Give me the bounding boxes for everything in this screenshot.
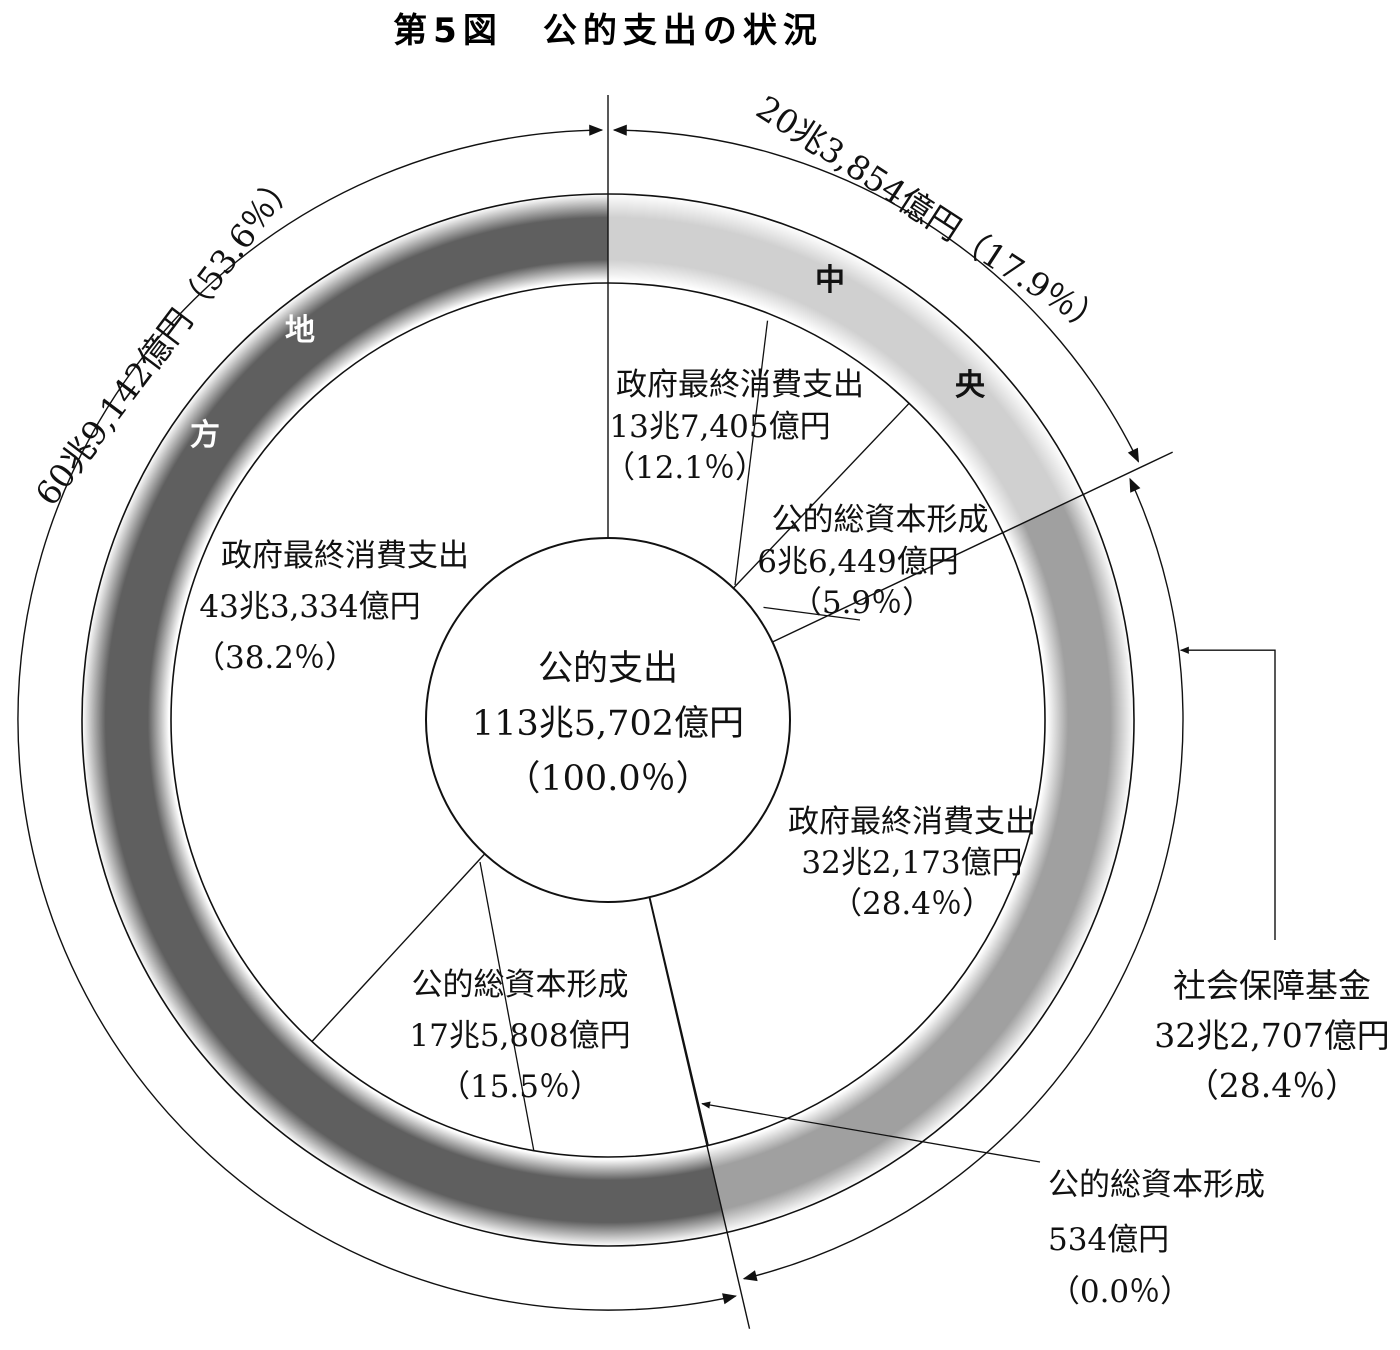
slice-name: 公的総資本形成 (1048, 1167, 1265, 1203)
ring-char-chiho-2: 方 (190, 418, 220, 453)
leader-central-investment (763, 606, 861, 621)
slice-label-central-investment: 公的総資本形成 6兆6,449億円 （5.9％） (757, 502, 988, 621)
slice-percent: （5.9％） (791, 585, 933, 621)
slice-label-social-security-consumption: 政府最終消費支出 32兆2,173億円 （28.4％） (788, 804, 1036, 922)
slice-percent: （12.1％） (604, 450, 766, 486)
slice-value: 13兆7,405億円 (609, 409, 830, 445)
slice-value: 6兆6,449億円 (757, 544, 958, 580)
ring-char-chuo-2: 央 (955, 368, 986, 403)
slice-value: 534億円 (1048, 1222, 1169, 1258)
leader-local-investment (479, 861, 535, 1151)
slice-name: 公的総資本形成 (772, 502, 989, 538)
ring-char-chuo-1: 中 (815, 263, 845, 298)
slice-label-social-security-investment: 公的総資本形成 534億円 （0.0％） (1048, 1167, 1265, 1310)
leader-central-consumption (734, 320, 769, 586)
bracket-社会保障基金 (742, 477, 1184, 1282)
slice-name: 公的総資本形成 (412, 967, 629, 1003)
sector-percent: （28.4％） (1186, 1066, 1358, 1105)
divider-5 (311, 853, 486, 1042)
center-label: 公的支出 (538, 649, 678, 689)
sector-name: 社会保障基金 (1173, 966, 1371, 1005)
slice-label-local-investment: 公的総資本形成 17兆5,808億円 （15.5％） (409, 967, 630, 1105)
sector-brackets (17, 124, 1276, 1311)
slice-name: 政府最終消費支出 (221, 538, 469, 574)
slice-name: 政府最終消費支出 (788, 804, 1036, 840)
slice-label-local-consumption: 政府最終消費支出 43兆3,334億円 （38.2％） (194, 538, 469, 676)
slice-value: 32兆2,173億円 (801, 845, 1022, 881)
leader-social-security-total (1179, 646, 1276, 940)
ring-char-chiho-1: 地 (285, 313, 315, 348)
slice-value: 43兆3,334億円 (199, 589, 420, 625)
center-value: 113兆5,702億円 (472, 704, 744, 744)
center-circle (425, 537, 791, 903)
slice-percent: （38.2％） (194, 640, 356, 676)
bracket-地方 (17, 124, 737, 1311)
slice-value: 17兆5,808億円 (409, 1018, 630, 1054)
slice-percent: （28.4％） (831, 886, 993, 922)
chart-title: 第5図 公的支出の状況 (393, 11, 823, 51)
sector-value: 32兆2,707億円 (1154, 1016, 1389, 1055)
divider-4 (648, 897, 751, 1329)
sector-total-social-security: 社会保障基金 32兆2,707億円 （28.4％） (1154, 966, 1389, 1105)
center-percent: （100.0％） (505, 759, 710, 799)
slice-name: 政府最終消費支出 (616, 367, 864, 403)
slice-label-central-consumption: 政府最終消費支出 13兆7,405億円 （12.1％） (604, 367, 864, 486)
slice-percent: （0.0％） (1049, 1274, 1191, 1310)
slice-percent: （15.5％） (439, 1069, 601, 1105)
leader-ss-investment (701, 1101, 1041, 1163)
